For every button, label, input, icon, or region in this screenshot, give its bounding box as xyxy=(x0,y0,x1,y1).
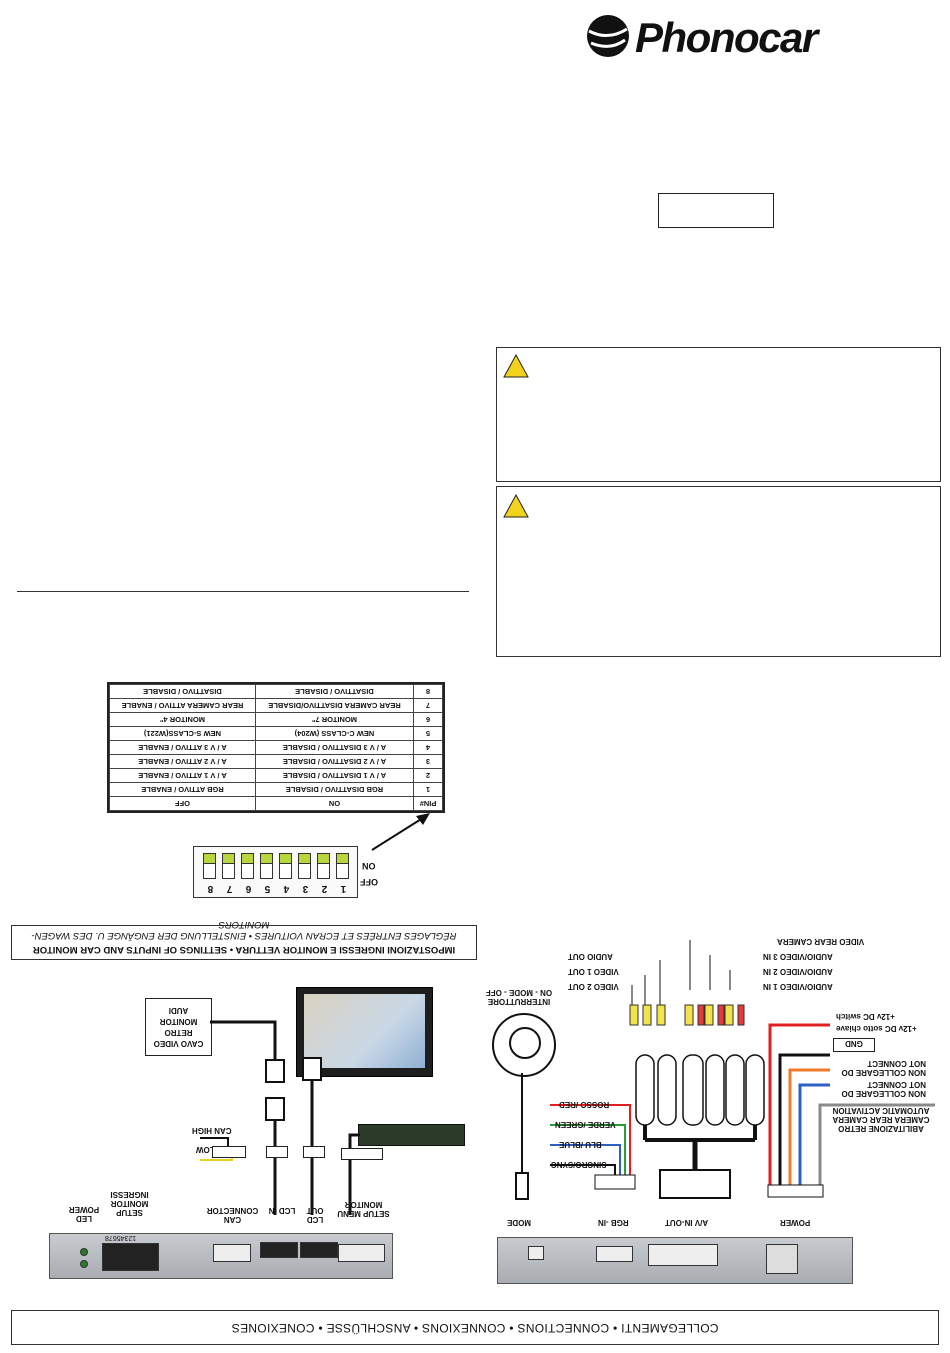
output-label: AUDIO OUT xyxy=(568,952,613,961)
setup-menu-plug xyxy=(341,1148,383,1160)
rgb-in-port-label: RGB -IN xyxy=(598,1218,629,1227)
power-port[interactable] xyxy=(766,1244,798,1274)
setup-menu-label: SETUP MENU MONITOR xyxy=(337,1200,390,1218)
power-label: +12v DC switch xyxy=(836,1012,895,1021)
section-divider xyxy=(17,591,469,592)
dip-toggle[interactable] xyxy=(222,853,235,879)
dip-switch-port[interactable] xyxy=(102,1243,159,1271)
rgb-wire-label: ROSSO /RED xyxy=(559,1100,610,1109)
dip-number: 4 xyxy=(283,883,290,894)
output-label: VIDEO 1 OUT xyxy=(568,967,619,976)
lcd-out-plug xyxy=(303,1146,325,1158)
lcd-in-port[interactable] xyxy=(260,1242,298,1258)
left-wiring-diagram xyxy=(200,1020,360,1215)
dip-number: 7 xyxy=(226,883,233,894)
av-in-out-port[interactable] xyxy=(648,1244,718,1266)
dip-off-label: OFF xyxy=(360,877,378,887)
dip-toggle[interactable] xyxy=(336,853,349,879)
rgb-in-port[interactable] xyxy=(596,1246,633,1262)
can-connector-label: CAN CONNECTOR xyxy=(206,1206,259,1224)
rgb-wire-label: BLU /BLUE xyxy=(559,1140,602,1149)
dip-toggle[interactable] xyxy=(203,853,216,879)
rgb-wire-label: VERDE /GREEN xyxy=(555,1120,616,1129)
rear-camera-activation-label: ABILITAZIONE RETRO CAMERA REAR CAMERA AU… xyxy=(832,1106,930,1133)
output-label: AUDIO/VIDEO 1 IN xyxy=(763,982,833,991)
dip-number: 1 xyxy=(340,883,347,894)
dip-number: 2 xyxy=(321,883,328,894)
setup-inputs-label: SETUP MONITOR INGRESSI xyxy=(110,1190,149,1217)
dip-number: 6 xyxy=(245,883,252,894)
mode-port-label: MODE xyxy=(507,1218,531,1227)
dip-toggle[interactable] xyxy=(241,853,254,879)
pin-header: PIN# xyxy=(413,796,443,811)
caption-line-2: RÉGLAGES ENTRÉES ET ECRAN VOITURES • EIN… xyxy=(31,919,457,941)
dip-number: 3 xyxy=(302,883,309,894)
power-label: +12v DC sotto chiave xyxy=(836,1024,917,1033)
mode-switch-cable xyxy=(515,1073,529,1200)
brand-name: Phonocar xyxy=(635,14,818,61)
power-label: NON COLLEGARE DO NOT CONNECT xyxy=(841,1080,926,1098)
lcd-out-port[interactable] xyxy=(300,1242,338,1258)
on-header: ON xyxy=(255,796,414,811)
led-indicator xyxy=(80,1248,88,1256)
gnd-label: GND xyxy=(845,1039,863,1048)
output-label: VIDEO REAR CAMERA xyxy=(777,937,865,946)
navigation-map-screen xyxy=(304,994,425,1068)
arrow-icon xyxy=(371,813,430,851)
dip-number: 5 xyxy=(264,883,271,894)
dip-toggle[interactable] xyxy=(260,853,273,879)
led-indicator xyxy=(80,1260,88,1268)
dip-toggle[interactable] xyxy=(279,853,292,879)
rgb-wire-label: SINCRO/SYNC xyxy=(551,1160,607,1169)
power-label: NON COLLEGARE DO NOT CONNECT xyxy=(841,1059,926,1077)
can-high-label: CAN HIGH xyxy=(192,1126,232,1135)
power-port-label: POWER xyxy=(780,1218,811,1227)
dip-toggle[interactable] xyxy=(317,853,330,879)
dip-on-label: ON xyxy=(362,861,376,871)
setup-digits: 12345678 xyxy=(105,1234,137,1241)
connections-footer: COLLEGAMENTI • CONNECTIONS • CONNEXIONS … xyxy=(11,1310,939,1345)
mode-port[interactable] xyxy=(528,1246,544,1260)
warning-box-2 xyxy=(496,486,941,657)
dip-switch-block: 1 2 3 4 5 6 7 8 xyxy=(193,846,358,898)
off-header: OFF xyxy=(109,796,256,811)
warning-icon xyxy=(503,494,529,518)
lcd-in-label: LCD IN xyxy=(268,1206,296,1215)
lcd-in-plug xyxy=(266,1146,288,1158)
mode-switch-knob[interactable] xyxy=(492,1013,556,1077)
lcd-out-label: LCD OUT xyxy=(306,1206,324,1224)
output-label: AUDIO/VIDEO 3 IN xyxy=(763,952,833,961)
interface-unit-left-panel: 12345678 xyxy=(49,1233,393,1279)
dip-number: 8 xyxy=(207,883,214,894)
gnd-box: GND xyxy=(833,1038,875,1052)
caption-line-1: IMPOSTAZIONI INGRESSI E MONITOR VETTURA … xyxy=(32,944,456,955)
interface-unit-right-panel xyxy=(497,1237,853,1284)
output-label: VIDEO 2 OUT xyxy=(568,982,619,991)
dip-toggle[interactable] xyxy=(298,853,311,879)
right-wiring-diagram xyxy=(550,940,935,1199)
output-label: AUDIO/VIDEO 2 IN xyxy=(763,967,833,976)
phonocar-logo: Phonocar xyxy=(585,10,850,62)
setup-menu-port[interactable] xyxy=(338,1244,385,1262)
warning-box-1 xyxy=(496,347,941,482)
footer-text: COLLEGAMENTI • CONNECTIONS • CONNEXIONS … xyxy=(231,1321,719,1335)
settings-caption: IMPOSTAZIONI INGRESSI E MONITOR VETTURA … xyxy=(11,919,477,960)
model-number-box xyxy=(658,193,774,228)
can-connector-port[interactable] xyxy=(213,1244,251,1262)
av-port-label: A/V IN-OUT xyxy=(665,1218,709,1227)
phonocar-globe-logo-icon xyxy=(587,15,629,57)
led-power-label: LED POWER xyxy=(68,1205,100,1223)
warning-icon xyxy=(503,354,529,378)
can-plug xyxy=(212,1146,246,1158)
